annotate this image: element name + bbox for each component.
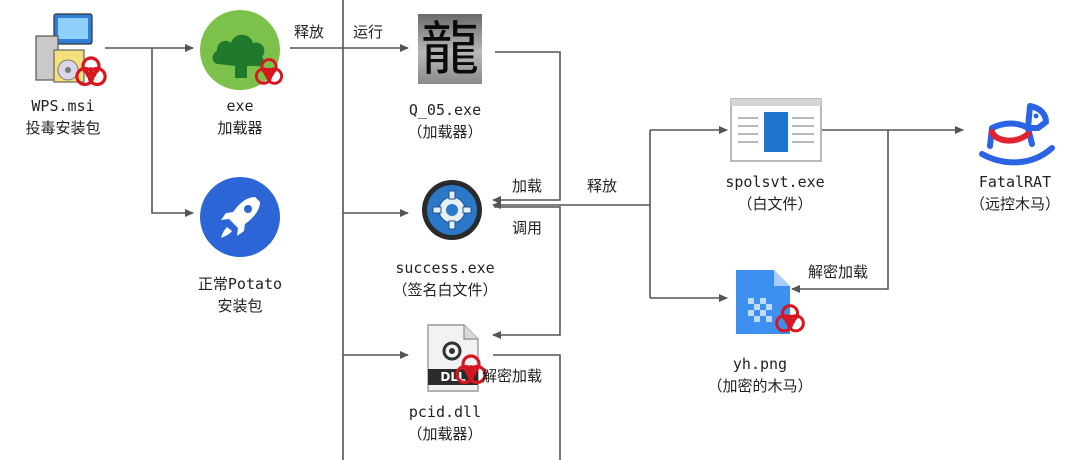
q05-desc: （加载器） (407, 123, 483, 141)
fatal-desc: （远控木马） (969, 195, 1060, 213)
edge-label-load: 加载 (512, 177, 543, 195)
biohazard-icon (254, 58, 284, 85)
q05-name: Q_05.exe (408, 101, 482, 119)
wps-desc: 投毒安装包 (25, 119, 101, 137)
edge-wps-potato (151, 48, 194, 217)
pcid-desc: （加载器） (407, 425, 483, 443)
edge-label-call: 调用 (512, 219, 543, 237)
edge-label-decrypt-load-pcid: 解密加载 (482, 367, 543, 385)
rocking-horse-icon (976, 96, 1056, 168)
edge-label-run: 运行 (353, 23, 384, 41)
wps-name: WPS.msi (31, 97, 95, 115)
gear-icon (420, 178, 484, 242)
exe-name: exe (226, 97, 254, 115)
dll-file-icon: DLL (426, 323, 480, 393)
edge-q05-load-success (492, 51, 561, 204)
edge-decrypt-yh (791, 130, 889, 293)
document-icon (730, 98, 822, 162)
potato-desc: 安装包 (217, 297, 263, 315)
edge-label-decrypt-load-yh: 解密加载 (808, 263, 869, 281)
success-desc: （签名白文件） (392, 281, 498, 299)
yh-name: yh.png (732, 355, 788, 373)
edge-label-release: 释放 (294, 23, 325, 41)
edge-label-release-2: 释放 (587, 177, 618, 195)
spolsvt-desc: （白文件） (737, 195, 813, 213)
biohazard-icon (75, 56, 107, 87)
edge-success-call-pcid (492, 206, 561, 339)
biohazard-icon (455, 354, 487, 385)
pcid-name: pcid.dll (408, 403, 482, 421)
dragon-glyph-icon: 龍 (418, 14, 482, 84)
image-file-icon (734, 268, 792, 336)
fatal-name: FatalRAT (978, 173, 1052, 191)
installer-icon (28, 10, 108, 90)
potato-name: 正常Potato (197, 275, 283, 293)
success-name: success.exe (395, 259, 495, 277)
exe-desc: 加载器 (217, 119, 263, 137)
yh-desc: （加密的木马） (707, 377, 813, 395)
dragon-glyph: 龍 (420, 15, 479, 83)
biohazard-icon (775, 304, 805, 333)
spolsvt-name: spolsvt.exe (725, 173, 825, 191)
edge-pcid-decrypt (493, 354, 561, 460)
rocket-icon (198, 175, 282, 259)
